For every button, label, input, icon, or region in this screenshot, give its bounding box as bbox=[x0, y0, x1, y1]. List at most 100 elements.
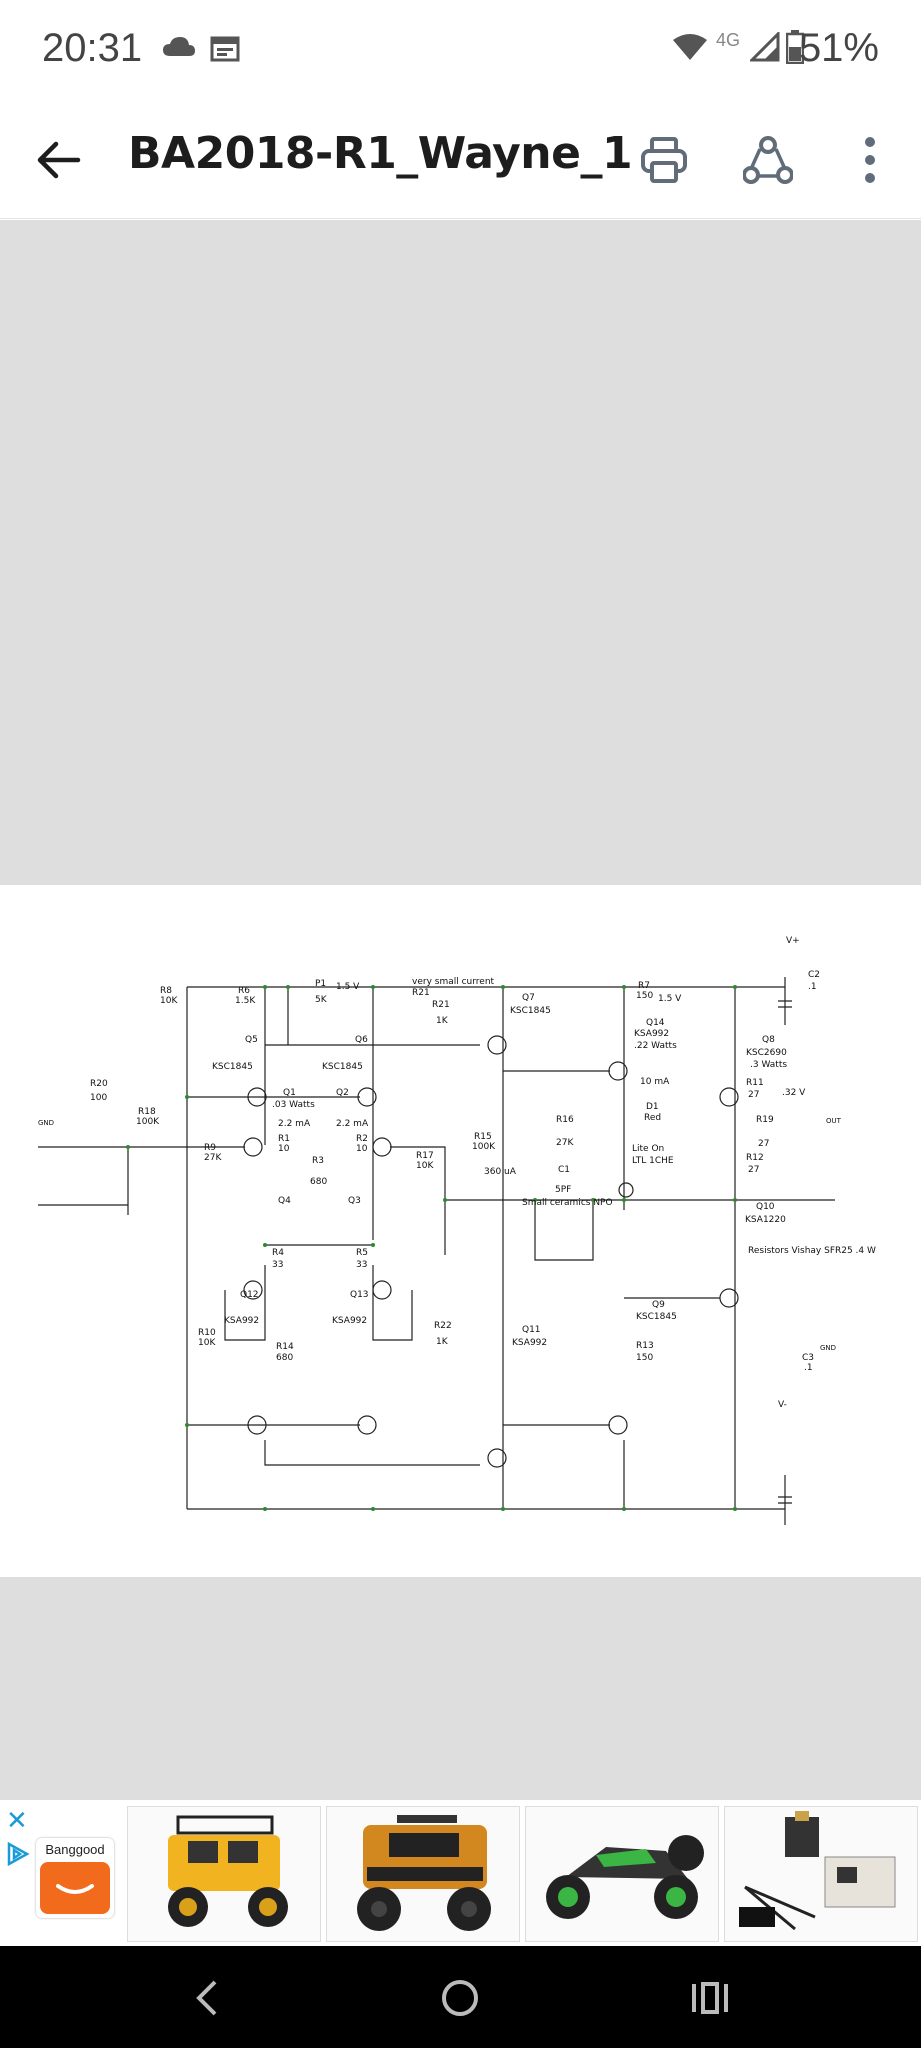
ad-product-tile[interactable] bbox=[326, 1806, 520, 1942]
label-q11-part: KSA992 bbox=[512, 1338, 547, 1348]
label-r14-val: 680 bbox=[276, 1353, 293, 1363]
document-page[interactable]: V+ C2 .1 R8 10K R6 1.5K P1 5K 1.5 V very… bbox=[0, 885, 921, 1577]
label-q7-part: KSC1845 bbox=[510, 1006, 551, 1016]
label-r13-val: 150 bbox=[636, 1353, 653, 1363]
label-r6: R6 bbox=[238, 986, 250, 996]
yellow-rc-truck-image bbox=[168, 1815, 288, 1927]
label-r15-val: 100K bbox=[472, 1142, 496, 1152]
more-vert-icon bbox=[865, 137, 875, 183]
label-r4: R4 bbox=[272, 1248, 284, 1258]
label-d1-color: Red bbox=[644, 1113, 661, 1123]
label-p1: P1 bbox=[315, 979, 326, 989]
arrow-left-icon bbox=[37, 141, 81, 179]
label-r21-val: 1K bbox=[436, 1016, 449, 1026]
label-r14: R14 bbox=[276, 1342, 294, 1352]
ad-product-tile[interactable] bbox=[525, 1806, 719, 1942]
label-very-small-current: very small current bbox=[412, 977, 495, 987]
back-button[interactable] bbox=[22, 124, 94, 196]
label-c3-val: .1 bbox=[804, 1363, 813, 1373]
share-button[interactable] bbox=[732, 124, 804, 196]
label-q12: Q12 bbox=[240, 1290, 259, 1300]
label-r18: R18 bbox=[138, 1107, 156, 1117]
label-out: OUT bbox=[826, 1117, 842, 1125]
label-r8: R8 bbox=[160, 986, 172, 996]
label-r20-val: 100 bbox=[90, 1093, 107, 1103]
label-r7-val: 150 bbox=[636, 991, 653, 1001]
label-r7-volt: 1.5 V bbox=[658, 994, 682, 1004]
green-rc-buggy-image bbox=[546, 1835, 704, 1919]
close-icon[interactable]: ✕ bbox=[6, 1806, 28, 1836]
label-r1-val: 10 bbox=[278, 1144, 290, 1154]
label-q10-part: KSA1220 bbox=[745, 1215, 786, 1225]
label-v32: .32 V bbox=[782, 1088, 806, 1098]
orange-rc-truck-image bbox=[357, 1815, 491, 1931]
label-r19-val: 27 bbox=[758, 1139, 769, 1149]
label-gnd-left: GND bbox=[38, 1119, 54, 1127]
label-r9-val: 27K bbox=[204, 1153, 222, 1163]
label-resistors-note: Resistors Vishay SFR25 .4 W bbox=[748, 1246, 876, 1256]
label-q10: Q10 bbox=[756, 1202, 775, 1212]
label-q5: Q5 bbox=[245, 1035, 258, 1045]
ad-banner[interactable]: ✕ Banggood bbox=[0, 1800, 921, 1946]
label-r11: R11 bbox=[746, 1078, 764, 1088]
label-r5-val: 33 bbox=[356, 1260, 367, 1270]
nav-recents-button[interactable] bbox=[680, 1968, 740, 2028]
label-r10: R10 bbox=[198, 1328, 216, 1338]
label-q9: Q9 bbox=[652, 1300, 665, 1310]
label-q9-part: KSC1845 bbox=[636, 1312, 677, 1322]
schematic-diagram: V+ C2 .1 R8 10K R6 1.5K P1 5K 1.5 V very… bbox=[38, 936, 876, 1525]
label-q6-part: KSC1845 bbox=[322, 1062, 363, 1072]
print-icon bbox=[641, 137, 687, 183]
label-q13-part: KSA992 bbox=[332, 1316, 367, 1326]
ad-product-tile[interactable] bbox=[724, 1806, 918, 1942]
label-q1: Q1 bbox=[283, 1088, 296, 1098]
label-r20: R20 bbox=[90, 1079, 108, 1089]
label-q2: Q2 bbox=[336, 1088, 349, 1098]
label-c2-val: .1 bbox=[808, 982, 817, 992]
calendar-icon bbox=[210, 34, 240, 66]
label-r3-val: 680 bbox=[310, 1177, 327, 1187]
label-d1: D1 bbox=[646, 1102, 659, 1112]
label-r9: R9 bbox=[204, 1143, 216, 1153]
label-r5: R5 bbox=[356, 1248, 368, 1258]
label-q14-part: KSA992 bbox=[634, 1029, 669, 1039]
system-nav-bar bbox=[0, 1946, 921, 2048]
banggood-logo[interactable]: Banggood bbox=[36, 1838, 114, 1918]
label-c2: C2 bbox=[808, 970, 820, 980]
shopping-bag-icon bbox=[40, 1862, 110, 1914]
recents-icon bbox=[692, 1982, 728, 2014]
label-i-q1: 2.2 mA bbox=[278, 1119, 311, 1129]
nav-home-button[interactable] bbox=[430, 1968, 490, 2028]
label-i-q2: 2.2 mA bbox=[336, 1119, 369, 1129]
label-q4: Q4 bbox=[278, 1196, 291, 1206]
label-r16-val: 27K bbox=[556, 1138, 574, 1148]
adchoices-icon[interactable] bbox=[6, 1841, 30, 1870]
document-title: BA2018-R1_Wayne_1 bbox=[128, 128, 633, 179]
label-q6: Q6 bbox=[355, 1035, 368, 1045]
label-q7: Q7 bbox=[522, 993, 535, 1003]
label-q14: Q14 bbox=[646, 1018, 665, 1028]
document-viewer[interactable]: V+ C2 .1 R8 10K R6 1.5K P1 5K 1.5 V very… bbox=[0, 220, 921, 2016]
label-lite-on: Lite On bbox=[632, 1144, 664, 1154]
label-gnd-right: GND bbox=[820, 1344, 836, 1352]
label-r4-val: 33 bbox=[272, 1260, 283, 1270]
label-r17-val: 10K bbox=[416, 1161, 434, 1171]
wifi-icon bbox=[672, 32, 708, 66]
label-q5-part: KSC1845 bbox=[212, 1062, 253, 1072]
nav-back-button[interactable] bbox=[178, 1968, 238, 2028]
label-r21: R21 bbox=[412, 988, 430, 998]
ad-product-tile[interactable] bbox=[127, 1806, 321, 1942]
label-vminus: V- bbox=[778, 1400, 787, 1410]
label-r22-val: 1K bbox=[436, 1337, 449, 1347]
label-r19: R19 bbox=[756, 1115, 774, 1125]
print-button[interactable] bbox=[628, 124, 700, 196]
more-options-button[interactable] bbox=[834, 124, 906, 196]
label-r2: R2 bbox=[356, 1134, 368, 1144]
ad-brand-name: Banggood bbox=[45, 1842, 105, 1857]
label-r10-val: 10K bbox=[198, 1338, 216, 1348]
label-r3: R3 bbox=[312, 1156, 324, 1166]
label-r22: R22 bbox=[434, 1321, 452, 1331]
label-q8-part: KSC2690 bbox=[746, 1048, 787, 1058]
home-circle-icon bbox=[442, 1980, 478, 2016]
label-r13: R13 bbox=[636, 1341, 654, 1351]
